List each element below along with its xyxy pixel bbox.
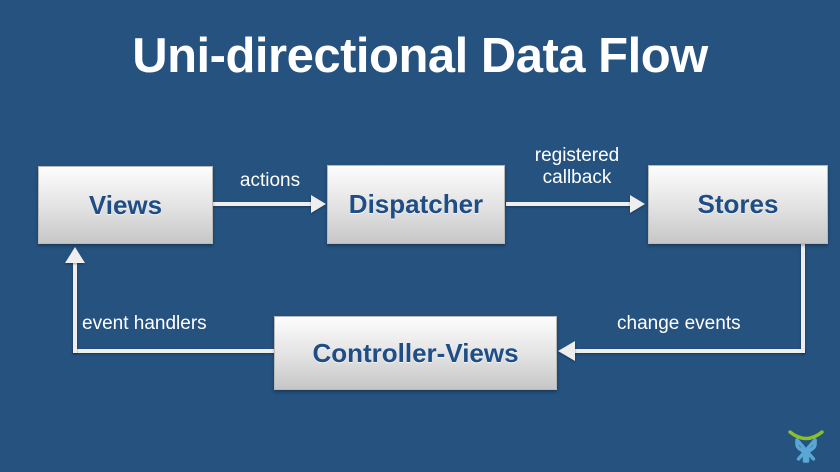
page-title: Uni-directional Data Flow [132, 29, 708, 83]
node-dispatcher[interactable]: Dispatcher [327, 165, 505, 244]
edge-arrowhead-registered-callback [630, 195, 645, 213]
edge-arrowhead-actions [311, 195, 326, 213]
edge-arrowhead-event-handlers [65, 247, 85, 263]
node-dispatcher-label: Dispatcher [348, 189, 484, 219]
node-stores[interactable]: Stores [648, 165, 828, 244]
edge-line-event-handlers-vertical [73, 262, 77, 353]
edge-line-actions [213, 202, 313, 206]
node-views-label: Views [88, 189, 163, 220]
edge-line-change-events-horizontal [574, 349, 805, 353]
edge-label-registered-callback: registered callback [534, 145, 620, 189]
node-controller-views[interactable]: Controller-Views [274, 316, 557, 390]
edge-line-event-handlers-horizontal [73, 349, 275, 353]
edge-line-change-events-vertical [801, 244, 805, 353]
edge-arrowhead-change-events [558, 341, 575, 361]
edge-label-actions: actions [239, 170, 301, 191]
x-figure-logo [786, 428, 826, 464]
node-stores-label: Stores [697, 189, 779, 219]
edge-label-change-events: change events [617, 313, 741, 334]
node-views[interactable]: Views [38, 166, 213, 244]
edge-line-registered-callback [506, 202, 632, 206]
edge-label-event-handlers: event handlers [82, 313, 207, 334]
node-controller-views-label: Controller-Views [312, 337, 519, 368]
